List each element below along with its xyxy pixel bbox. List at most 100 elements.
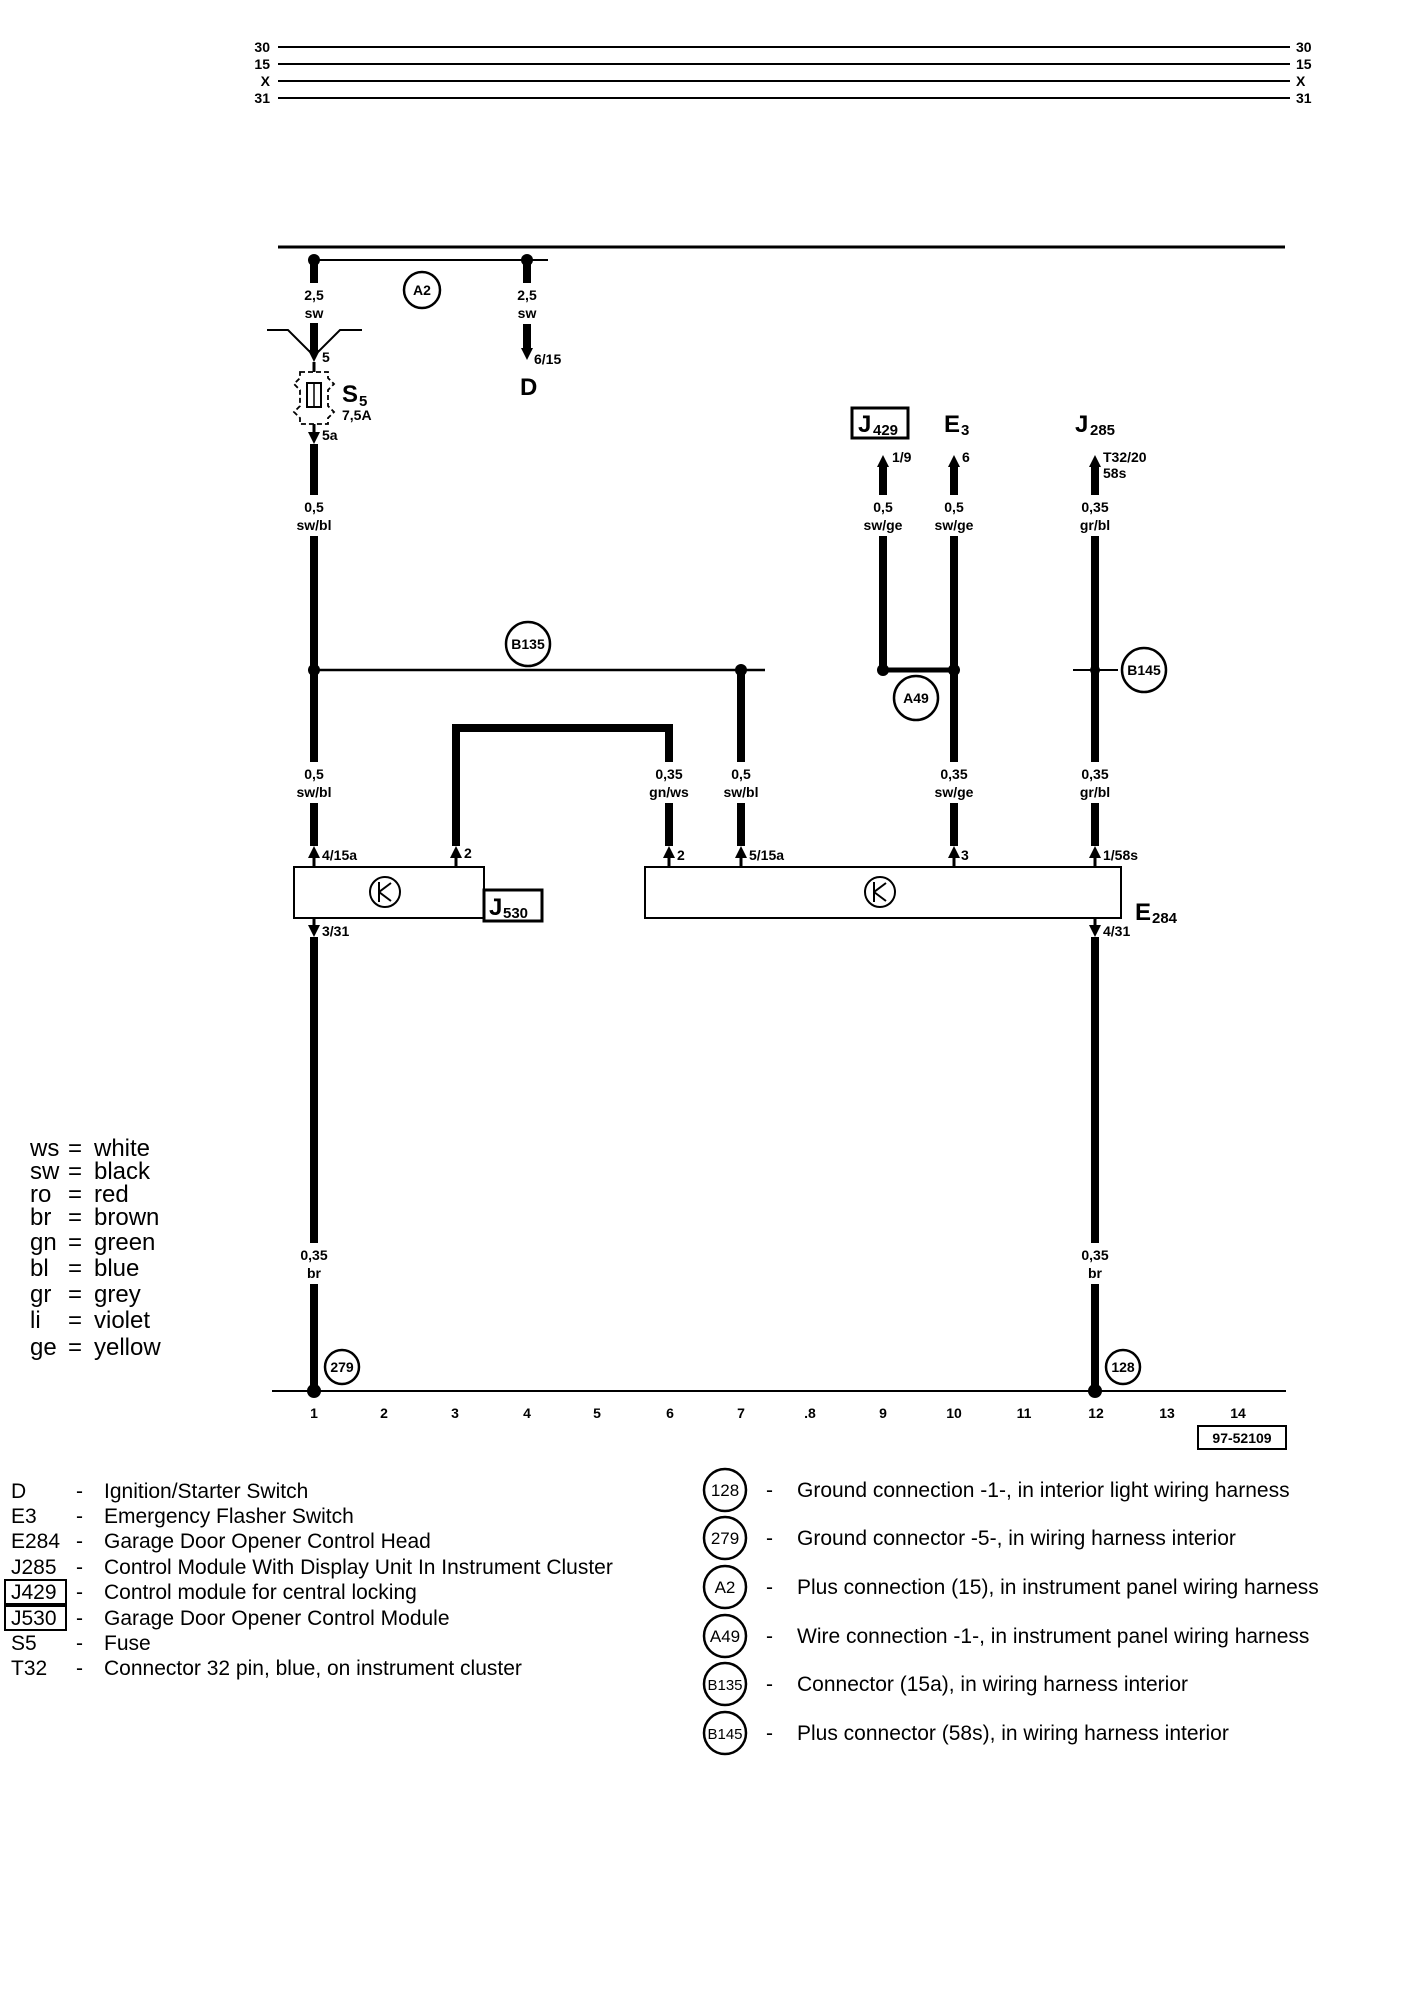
j530-subscript: 530 <box>503 905 528 922</box>
color-name: red <box>94 1181 129 1208</box>
wire-color-label: sw/bl <box>723 784 758 800</box>
j429-component: J 429 <box>850 406 910 440</box>
legend-connection-circle <box>702 1661 748 1707</box>
wire-color-label: sw <box>518 305 537 321</box>
track-number: 6 <box>666 1405 674 1421</box>
wire-size-label: 0,5 <box>944 499 964 515</box>
e3-name: E <box>944 411 960 438</box>
legend-dash: - <box>76 1607 83 1630</box>
legend-desc: Ignition/Starter Switch <box>104 1480 308 1503</box>
color-code: bl <box>30 1255 49 1282</box>
d-component-name: D <box>520 374 537 401</box>
j429-box <box>850 406 910 440</box>
wire-color-label: gr/bl <box>1080 784 1110 800</box>
b145-circle <box>1120 646 1168 694</box>
wire-color-label: gr/bl <box>1080 517 1110 533</box>
j530-pin-left-label: 4/15a <box>322 847 357 863</box>
color-name: yellow <box>94 1334 161 1361</box>
legend-connection-desc: Plus connector (58s), in wiring harness … <box>797 1722 1229 1745</box>
track-number: .8 <box>804 1405 816 1421</box>
legend-code-box <box>4 1579 67 1605</box>
legend-connection-code: A2 <box>715 1578 736 1597</box>
legend-code: J530 <box>11 1607 57 1630</box>
pin-arrow-icon <box>1089 455 1101 467</box>
e284-pin-bottom-label: 4/31 <box>1103 923 1130 939</box>
e284-component: E 284 <box>644 866 1178 927</box>
color-code: ws <box>29 1135 59 1162</box>
j285-subscript: 285 <box>1090 422 1115 439</box>
wire-size-label: 2,5 <box>517 287 537 303</box>
legend-connection-circle <box>702 1564 748 1610</box>
legend-dash: - <box>76 1657 83 1680</box>
wire-color-label: sw/ge <box>864 517 903 533</box>
legend-code: D <box>11 1480 26 1503</box>
legend-dash: - <box>766 1576 773 1599</box>
pin-arrow-icon <box>877 455 889 467</box>
color-name: violet <box>94 1307 150 1334</box>
e284-subscript: 284 <box>1152 910 1178 927</box>
ground-128-connection: 128 <box>1104 1348 1142 1386</box>
wire-size-label: 0,35 <box>1081 499 1108 515</box>
track-number: 3 <box>451 1405 459 1421</box>
e284-pin-left-label: 2 <box>677 847 685 863</box>
color-name: black <box>94 1158 151 1185</box>
rail-label-15-right: 15 <box>1296 56 1312 72</box>
legend-desc: Fuse <box>104 1632 151 1655</box>
legend-dash: - <box>766 1527 773 1550</box>
track-number: 14 <box>1230 1405 1246 1421</box>
legend-connection-circle <box>702 1613 748 1659</box>
j530-name: J <box>489 894 502 921</box>
legend-dash: - <box>766 1673 773 1696</box>
color-code: gn <box>30 1229 57 1256</box>
wire-size-label: 0,35 <box>1081 1247 1108 1263</box>
rail-label-x-right: X <box>1296 73 1306 89</box>
j429-pin-label: 1/9 <box>892 449 912 465</box>
ground-279-label: 279 <box>330 1359 354 1375</box>
a2-connection: A2 <box>402 270 442 310</box>
legend-dash: - <box>76 1480 83 1503</box>
fuse-s5: S 5 7,5A <box>292 371 372 425</box>
legend-dash: - <box>766 1625 773 1648</box>
j530-label-box <box>482 888 544 923</box>
color-equals: = <box>68 1204 82 1231</box>
track-number: 13 <box>1159 1405 1175 1421</box>
legend-code: J429 <box>11 1581 57 1604</box>
legend-code-box <box>4 1605 67 1631</box>
color-equals: = <box>68 1281 82 1308</box>
color-code: gr <box>30 1281 51 1308</box>
legend-desc: Emergency Flasher Switch <box>104 1505 354 1528</box>
pin-arrow-icon <box>308 432 320 444</box>
wire-size-label: 0,35 <box>940 766 967 782</box>
pin-arrow-icon <box>1089 925 1101 937</box>
pin-arrow-icon <box>948 846 960 858</box>
e284-pin-e3-label: 3 <box>961 847 969 863</box>
j285-pin-label: T32/20 <box>1103 449 1147 465</box>
track-number: 11 <box>1017 1405 1032 1421</box>
b135-circle <box>504 620 552 668</box>
color-name: white <box>93 1135 150 1162</box>
j285-name: J <box>1075 411 1088 438</box>
color-equals: = <box>68 1158 82 1185</box>
track-number: 10 <box>946 1405 962 1421</box>
legend-dash: - <box>76 1632 83 1655</box>
wire-color-label: br <box>1088 1265 1103 1281</box>
rail-label-30-right: 30 <box>1296 39 1312 55</box>
wire-size-label: 0,35 <box>300 1247 327 1263</box>
e3-subscript: 3 <box>961 422 969 439</box>
wire-size-label: 0,5 <box>731 766 751 782</box>
j429-name: J <box>858 411 871 438</box>
legend-connection-desc: Ground connection -1-, in interior light… <box>797 1479 1290 1502</box>
track-number: 2 <box>380 1405 388 1421</box>
legend-desc: Control Module With Display Unit In Inst… <box>104 1556 613 1579</box>
e284-electronics-icon <box>864 876 896 908</box>
a49-dot-left <box>877 664 889 676</box>
j530-electronics-icon <box>369 876 401 908</box>
ground-128-circle <box>1104 1348 1142 1386</box>
track-number: 1 <box>310 1405 318 1421</box>
b145-label: B145 <box>1127 662 1161 678</box>
wire-size-label: 0,5 <box>873 499 893 515</box>
wire-size-label: 2,5 <box>304 287 324 303</box>
color-equals: = <box>68 1334 82 1361</box>
track-number: 5 <box>593 1405 601 1421</box>
